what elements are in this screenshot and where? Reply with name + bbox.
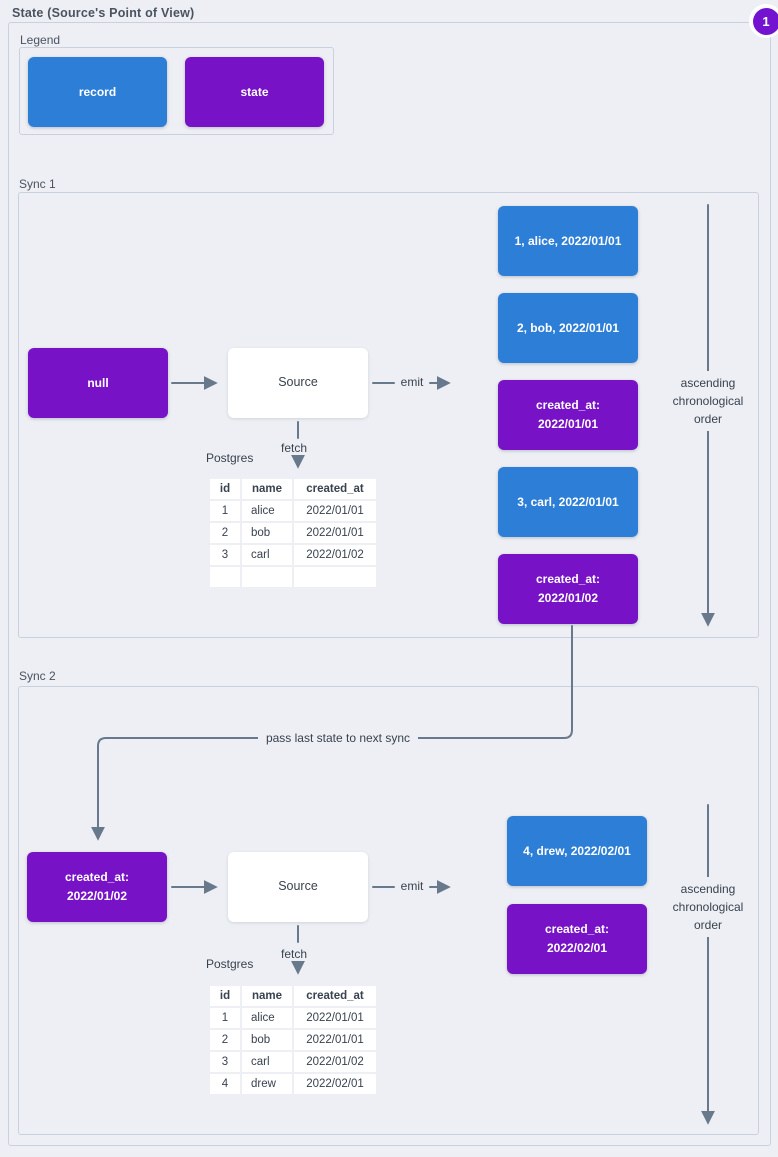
legend-title: Legend xyxy=(20,33,61,47)
table-row: 4 drew 2022/02/01 xyxy=(210,1074,376,1094)
cell: 2022/01/02 xyxy=(294,1052,376,1072)
legend-frame xyxy=(19,47,334,135)
sync2-source-box: Source xyxy=(228,852,368,922)
sync1-order-label: ascending chronological order xyxy=(660,371,756,431)
sync1-emit-label: emit xyxy=(400,375,424,389)
sync2-source-label: Source xyxy=(278,879,318,894)
legend-record-label: record xyxy=(78,84,117,99)
col-header-id: id xyxy=(210,986,240,1006)
cell xyxy=(242,567,292,587)
record-text: 3, carl, 2022/01/01 xyxy=(517,494,619,509)
col-header-created-at: created_at xyxy=(294,986,376,1006)
col-header-name: name xyxy=(242,479,292,499)
step-badge: 1 xyxy=(749,4,778,38)
cell: 3 xyxy=(210,1052,240,1072)
cell xyxy=(210,567,240,587)
sync2-state-1: created_at: 2022/02/01 xyxy=(507,904,647,974)
step-badge-number: 1 xyxy=(752,7,778,35)
cell: bob xyxy=(242,1030,292,1050)
sync1-postgres-table: id name created_at 1 alice 2022/01/01 2 … xyxy=(208,477,378,589)
sync2-db-label: Postgres xyxy=(206,957,254,971)
table-row-empty xyxy=(210,567,376,587)
sync2-emit-label: emit xyxy=(400,879,424,893)
table-row: 1 alice 2022/01/01 xyxy=(210,501,376,521)
table-header-row: id name created_at xyxy=(210,479,376,499)
table-row: 2 bob 2022/01/01 xyxy=(210,1030,376,1050)
sync1-input-state-text: null xyxy=(87,375,109,390)
sync1-fetch-label: fetch xyxy=(280,441,307,455)
state-text: created_at: 2022/01/01 xyxy=(535,398,601,431)
sync1-input-state-box: null xyxy=(28,348,168,418)
legend-state-swatch: state xyxy=(185,57,324,127)
cell: 2022/01/01 xyxy=(294,523,376,543)
cell: carl xyxy=(242,545,292,565)
cell: alice xyxy=(242,1008,292,1028)
table-row: 3 carl 2022/01/02 xyxy=(210,1052,376,1072)
col-header-id: id xyxy=(210,479,240,499)
sync2-input-state-text: created_at: 2022/01/02 xyxy=(64,870,130,903)
cell: 1 xyxy=(210,501,240,521)
cell: 2022/02/01 xyxy=(294,1074,376,1094)
cell: 1 xyxy=(210,1008,240,1028)
table-row: 3 carl 2022/01/02 xyxy=(210,545,376,565)
state-text: created_at: 2022/01/02 xyxy=(535,572,601,605)
sync1-record-2: 2, bob, 2022/01/01 xyxy=(498,293,638,363)
page-title: State (Source's Point of View) xyxy=(12,6,195,20)
record-text: 2, bob, 2022/01/01 xyxy=(516,320,620,335)
sync1-source-label: Source xyxy=(278,375,318,390)
state-text: created_at: 2022/02/01 xyxy=(544,922,610,955)
col-header-created-at: created_at xyxy=(294,479,376,499)
cell: carl xyxy=(242,1052,292,1072)
cell: alice xyxy=(242,501,292,521)
sync2-fetch-label: fetch xyxy=(280,947,307,961)
sync1-state-2: created_at: 2022/01/02 xyxy=(498,554,638,624)
table-header-row: id name created_at xyxy=(210,986,376,1006)
cell: 2022/01/02 xyxy=(294,545,376,565)
cell: 2022/01/01 xyxy=(294,1008,376,1028)
cell: bob xyxy=(242,523,292,543)
legend-record-swatch: record xyxy=(28,57,167,127)
sync1-title: Sync 1 xyxy=(19,177,56,191)
cell: 2022/01/01 xyxy=(294,1030,376,1050)
sync2-postgres-table: id name created_at 1 alice 2022/01/01 2 … xyxy=(208,984,378,1096)
legend-state-label: state xyxy=(240,84,269,99)
cell: drew xyxy=(242,1074,292,1094)
sync2-order-label: ascending chronological order xyxy=(660,877,756,937)
cell: 4 xyxy=(210,1074,240,1094)
record-text: 4, drew, 2022/02/01 xyxy=(523,843,631,858)
col-header-name: name xyxy=(242,986,292,1006)
cell: 3 xyxy=(210,545,240,565)
table-row: 2 bob 2022/01/01 xyxy=(210,523,376,543)
cell: 2022/01/01 xyxy=(294,501,376,521)
cell xyxy=(294,567,376,587)
sync1-source-box: Source xyxy=(228,348,368,418)
sync2-title: Sync 2 xyxy=(19,669,56,683)
sync1-state-1: created_at: 2022/01/01 xyxy=(498,380,638,450)
cell: 2 xyxy=(210,523,240,543)
record-text: 1, alice, 2022/01/01 xyxy=(514,233,622,248)
outer-frame xyxy=(8,22,771,1146)
cell: 2 xyxy=(210,1030,240,1050)
sync2-input-state-box: created_at: 2022/01/02 xyxy=(27,852,167,922)
sync1-record-1: 1, alice, 2022/01/01 xyxy=(498,206,638,276)
table-row: 1 alice 2022/01/01 xyxy=(210,1008,376,1028)
sync1-db-label: Postgres xyxy=(206,451,254,465)
pass-state-label: pass last state to next sync xyxy=(258,730,418,746)
sync2-record-1: 4, drew, 2022/02/01 xyxy=(507,816,647,886)
sync1-record-3: 3, carl, 2022/01/01 xyxy=(498,467,638,537)
